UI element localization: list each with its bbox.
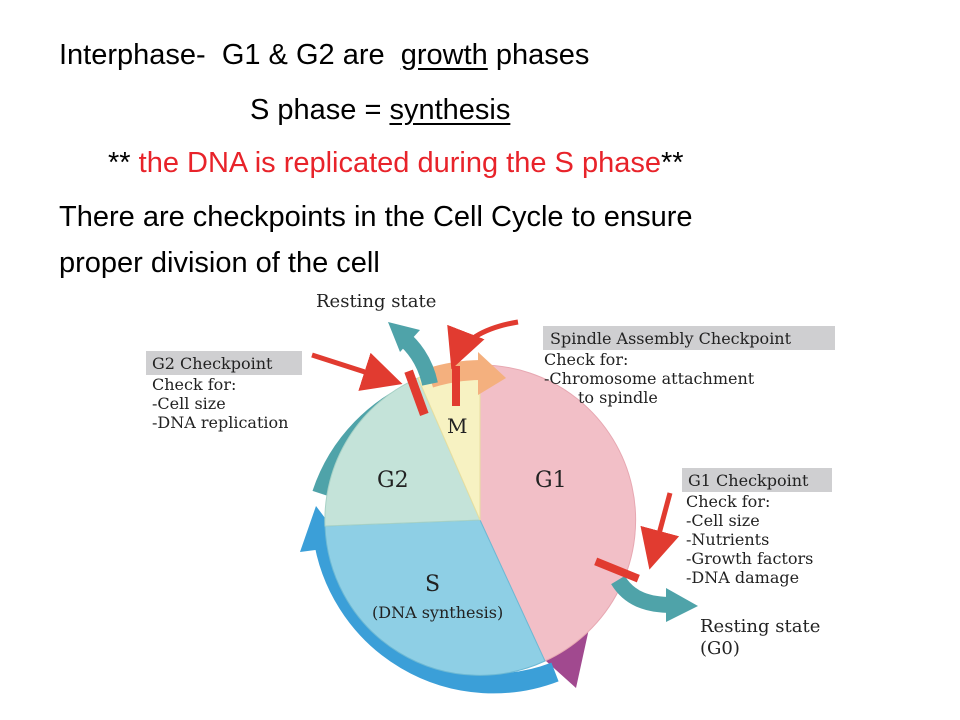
- s-phase-prefix: S phase =: [250, 94, 390, 126]
- spindle-check-item: -Chromosome attachment: [544, 369, 755, 388]
- g2-check-item: -DNA replication: [152, 413, 288, 432]
- spindle-checkpoint-title: Spindle Assembly Checkpoint: [550, 329, 792, 348]
- resting-bottom-arrow: [611, 575, 673, 613]
- g1-check-item: -Nutrients: [686, 530, 769, 549]
- text-line-dna-replicated: ** the DNA is replicated during the S ph…: [108, 146, 684, 180]
- g2-checkpoint-title-box: [146, 351, 302, 375]
- spindle-pointer-arrow: [447, 319, 519, 370]
- resting-bottom-sub: (G0): [700, 638, 740, 659]
- spindle-checkpoint-bar: [452, 366, 460, 406]
- g2-wedge: [324, 377, 481, 527]
- s-cycle-arrow: [313, 533, 559, 694]
- growth-word: growth: [400, 39, 488, 71]
- resting-top-arrowhead: [388, 322, 420, 352]
- phase-m-label: M: [447, 414, 467, 438]
- text-line-interphase: Interphase- G1 & G2 are growth phases: [59, 38, 589, 72]
- text-line-s-phase: S phase = synthesis: [250, 93, 510, 127]
- interphase-suffix: phases: [487, 39, 590, 71]
- phase-g1-label: G1: [535, 468, 567, 493]
- g1-wedge: [479, 364, 637, 662]
- m-arrowhead: [478, 352, 506, 395]
- text-line-checkpoints: There are checkpoints in the Cell Cycle …: [59, 201, 693, 233]
- g1-check-item: -Growth factors: [686, 549, 813, 568]
- phase-g2-label: G2: [377, 468, 409, 493]
- g2-check-item: -Cell size: [152, 394, 226, 413]
- g2-checkpoint-title: G2 Checkpoint: [152, 354, 273, 373]
- g2-pointer-arrow: [311, 352, 403, 391]
- g1-checkpoint-title: G1 Checkpoint: [688, 471, 809, 490]
- g1-checkpoint-title-box: [682, 468, 832, 492]
- dna-replicated-highlight: the DNA is replicated during the S phase: [138, 147, 661, 179]
- g1-check-item: -DNA damage: [686, 568, 799, 587]
- interphase-prefix: Interphase- G1 & G2 are: [59, 39, 401, 71]
- spindle-check-item: to spindle: [578, 388, 658, 407]
- phase-s-sublabel: (DNA synthesis): [372, 603, 503, 622]
- spindle-checkpoint-title-box: [543, 326, 835, 350]
- phase-s-label: S: [425, 572, 440, 597]
- resting-bottom-arrowhead: [666, 588, 698, 622]
- resting-bottom-label: Resting state: [700, 616, 820, 637]
- g2-checkpoint-bar: [404, 369, 429, 416]
- g1-check-for: Check for:: [686, 492, 770, 511]
- g1-check-item: -Cell size: [686, 511, 760, 530]
- stars-right: **: [660, 147, 684, 179]
- s-wedge: [324, 519, 546, 676]
- g1-checkpoint-bar: [594, 557, 640, 583]
- spindle-check-for: Check for:: [544, 350, 628, 369]
- resting-top-label: Resting state: [316, 291, 436, 312]
- text-line-proper-division: proper division of the cell: [59, 247, 380, 279]
- stars-left: **: [108, 147, 139, 179]
- g2-check-for: Check for:: [152, 375, 236, 394]
- synthesis-word: synthesis: [389, 94, 511, 126]
- g1-pointer-arrow: [640, 492, 680, 570]
